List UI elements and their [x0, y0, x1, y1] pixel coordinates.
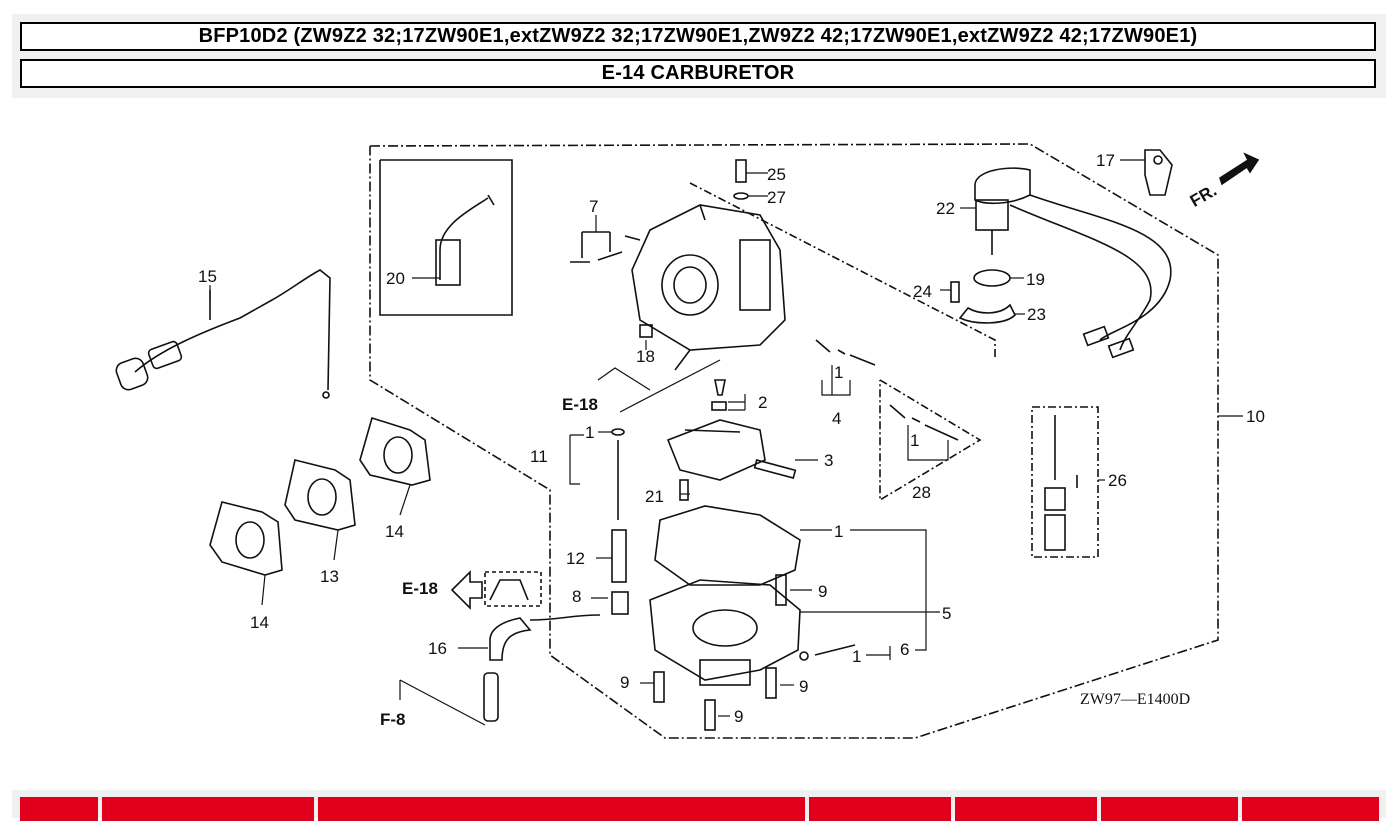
label-20: 20 — [386, 269, 405, 288]
label-14-a: 14 — [385, 522, 404, 541]
table-header-cell-7 — [1242, 797, 1379, 821]
label-1-c: 1 — [852, 647, 861, 666]
float-3 — [666, 419, 766, 481]
label-9-d: 9 — [734, 707, 743, 726]
label-8: 8 — [572, 587, 581, 606]
screw-9-b — [653, 671, 665, 703]
inset-box-28 — [879, 379, 982, 502]
header-panel: BFP10D2 (ZW9Z2 32;17ZW90E1,extZW9Z2 32;1… — [12, 14, 1386, 98]
screw-set-4 — [815, 339, 876, 366]
label-1-e: 1 — [910, 431, 919, 450]
label-25: 25 — [767, 165, 786, 184]
table-header-cell-6 — [1101, 797, 1238, 821]
screw-18 — [639, 324, 653, 338]
screw-9-d — [704, 699, 716, 731]
screw-9-c — [765, 667, 777, 699]
label-17: 17 — [1096, 151, 1115, 170]
ref-e18-left[interactable]: E-18 — [402, 579, 438, 598]
label-1-a: 1 — [585, 423, 594, 442]
fr-label: FR. — [1187, 181, 1220, 211]
o-ring-19 — [973, 269, 1011, 287]
label-7: 7 — [589, 197, 598, 216]
label-12: 12 — [566, 549, 585, 568]
table-header-cell-3 — [318, 797, 805, 821]
clip-23 — [958, 303, 1016, 324]
table-header-cell-5 — [955, 797, 1097, 821]
tube-f8 — [483, 672, 499, 722]
label-24: 24 — [913, 282, 932, 301]
label-28: 28 — [912, 483, 931, 502]
label-3: 3 — [824, 451, 833, 470]
table-header-cell-1 — [20, 797, 98, 821]
label-11: 11 — [530, 447, 548, 466]
bolt-24 — [950, 281, 960, 303]
label-10: 10 — [1246, 407, 1265, 426]
screw-set-28 — [889, 404, 959, 441]
o-ring-27 — [733, 192, 749, 200]
needle-jet-12 — [611, 529, 627, 583]
label-18: 18 — [636, 347, 655, 366]
needle-valve-2 — [711, 379, 727, 411]
inset-box-22 — [689, 182, 996, 360]
main-jet-8 — [611, 591, 629, 615]
section-title: E-14 CARBURETOR — [20, 59, 1376, 88]
label-23: 23 — [1027, 305, 1046, 324]
hose-16 — [489, 617, 532, 661]
label-9-b: 9 — [620, 673, 629, 692]
drain-fitting-20 — [435, 194, 495, 286]
label-27: 27 — [767, 188, 786, 207]
label-1-b: 1 — [834, 522, 843, 541]
fr-arrow — [1219, 152, 1260, 186]
float-pin — [753, 458, 797, 480]
drain-screw-6 — [814, 644, 856, 656]
pilot-screw-7 — [570, 231, 623, 263]
clip-17 — [1144, 149, 1173, 196]
assembly-boundary — [369, 143, 1219, 739]
label-16: 16 — [428, 639, 447, 658]
table-header-cell-2 — [102, 797, 314, 821]
ref-e18-top[interactable]: E-18 — [562, 395, 598, 414]
clamp-e18 — [484, 571, 542, 607]
accelerator-pump-26 — [1044, 415, 1078, 551]
label-5: 5 — [942, 604, 951, 623]
label-9-c: 9 — [799, 677, 808, 696]
label-9-a: 9 — [818, 582, 827, 601]
choke-cable-15 — [115, 269, 331, 399]
screw-21 — [679, 479, 689, 501]
label-4: 4 — [832, 409, 841, 428]
label-15: 15 — [198, 267, 217, 286]
inset-box-20 — [379, 159, 513, 316]
float-chamber-gasket — [654, 505, 801, 586]
inset-box-26 — [1031, 406, 1099, 558]
label-14-b: 14 — [250, 613, 269, 632]
insulator-14-lower — [209, 501, 283, 576]
ref-f8[interactable]: F-8 — [380, 710, 406, 729]
label-2: 2 — [758, 393, 767, 412]
insulator-13 — [284, 459, 356, 531]
insulator-14-upper — [359, 416, 431, 486]
label-21: 21 — [645, 487, 664, 506]
label-22: 22 — [936, 199, 955, 218]
float-chamber-5 — [649, 579, 801, 686]
table-header-cell-4 — [809, 797, 951, 821]
screw-9-a — [775, 574, 787, 606]
washer-1a — [611, 428, 625, 436]
label-6: 6 — [900, 640, 909, 659]
label-1-d: 1 — [834, 363, 843, 382]
label-19: 19 — [1026, 270, 1045, 289]
drawing-code: ZW97—E1400D — [1080, 691, 1190, 708]
label-13: 13 — [320, 567, 339, 586]
carburetor-body — [624, 204, 786, 371]
arrow-e18 — [450, 570, 483, 610]
label-26: 26 — [1108, 471, 1127, 490]
model-title: BFP10D2 (ZW9Z2 32;17ZW90E1,extZW9Z2 32;1… — [20, 22, 1376, 51]
jet-25 — [735, 159, 747, 183]
solenoid-22 — [974, 167, 1172, 359]
